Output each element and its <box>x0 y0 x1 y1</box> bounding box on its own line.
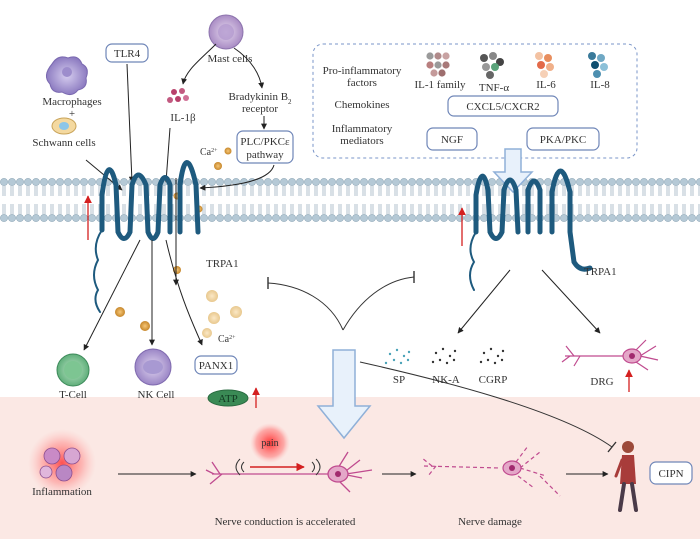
mast-cell <box>208 14 244 50</box>
mast-to-bradykinin-arrow <box>233 47 265 89</box>
signal-waves-left-icon <box>235 458 245 476</box>
damaged-neuron-body <box>502 460 522 476</box>
inflammation-cells-icon <box>39 447 81 482</box>
ngf-label: NGF <box>441 134 463 146</box>
il1-family-icon <box>426 52 450 77</box>
plc-pathway-box <box>236 130 294 164</box>
il6-label: IL-6 <box>536 79 556 91</box>
tlr4-label: TLR4 <box>114 48 141 60</box>
trpa1-left-label: TRPA1 <box>206 258 239 270</box>
macrophage-cell <box>46 56 88 96</box>
nerve-conduction-label: Nerve conduction is accelerated <box>215 516 356 528</box>
inhibit-right-line <box>342 276 415 331</box>
factors-label: factors <box>347 77 377 89</box>
nk-cell-icon <box>134 348 172 386</box>
bradykinin-label: Bradykinin B2 <box>228 91 292 106</box>
nerve-damage-label: Nerve damage <box>458 516 522 528</box>
trpa1-right-receptor <box>469 168 593 291</box>
drg-label: DRG <box>590 376 613 388</box>
panel-to-receptor-arrow <box>492 148 534 194</box>
ca-lower-text: Ca <box>218 334 230 345</box>
atp-pill <box>207 389 249 407</box>
calcium-ions-lower <box>115 266 242 338</box>
to-neuropeptides-arrow <box>457 269 511 334</box>
plus-sign: + <box>69 108 75 120</box>
il6-icon <box>535 52 554 78</box>
mast-cells-label: Mast cells <box>208 53 253 65</box>
il1b-cluster-icon <box>167 88 189 103</box>
inhibit-cipn-bar <box>607 441 617 453</box>
nk-a-label: NK-A <box>432 374 460 386</box>
accelerated-neuron-icon <box>205 451 373 493</box>
chemokines-label: Chemokines <box>335 99 390 111</box>
panx1-box <box>194 355 238 375</box>
ca-top-label: Ca2+ <box>200 147 218 158</box>
plc-to-trpa1-arrow <box>199 164 275 191</box>
to-drg-arrow <box>541 269 601 334</box>
drg-neuron-icon <box>561 339 659 371</box>
tnf-alpha-label: TNF-α <box>479 82 509 94</box>
inhibit-cipn-line <box>359 361 613 448</box>
t-cell-icon <box>56 353 90 387</box>
tlr4-to-trpa1-arrow <box>126 63 135 183</box>
to-tcell-arrow <box>83 239 141 351</box>
cgrp-dots-icon <box>479 347 505 365</box>
macrophages-label: Macrophages <box>42 96 101 108</box>
chemokine-box <box>447 95 559 117</box>
ca-top-sup: 2+ <box>211 148 218 154</box>
cgrp-label: CGRP <box>479 374 508 386</box>
pain-label: pain <box>261 438 278 449</box>
panx1-label: PANX1 <box>199 360 233 372</box>
sp-dots-icon <box>384 348 411 365</box>
inhibit-left-line <box>267 282 344 331</box>
t-cell-label: T-Cell <box>59 389 87 401</box>
tlr4-box <box>105 43 149 63</box>
inflammatory-label: Inflammatory <box>332 123 393 135</box>
trpa1-left-receptor <box>93 160 201 313</box>
il8-icon <box>588 52 608 78</box>
damaged-neuron-icon <box>421 445 561 497</box>
schwann-cell <box>51 117 77 135</box>
trpa1-right-label: TRPA1 <box>584 266 617 278</box>
il1b-to-trpa1-arrow <box>163 127 171 183</box>
pka-pkc-label: PKA/PKC <box>540 134 586 146</box>
chemokine-label: CXCL5/CXCR2 <box>466 101 539 113</box>
sp-label: SP <box>393 374 405 386</box>
nk-a-dots-icon <box>431 347 457 365</box>
cipn-box <box>649 461 693 485</box>
il1b-label: IL-1β <box>170 112 196 124</box>
tnf-alpha-icon <box>480 52 504 79</box>
plc-label: PLC/PKCε <box>240 136 290 148</box>
mediators-label: mediators <box>340 135 383 147</box>
factors-panel <box>312 43 638 159</box>
bradykinin-subscript: 2 <box>288 98 292 106</box>
ca-top-text: Ca <box>200 147 212 158</box>
atp-label: ATP <box>218 393 238 405</box>
patient-figure-icon <box>614 441 638 512</box>
pathway-label: pathway <box>246 149 284 161</box>
bradykinin-text: Bradykinin B <box>228 91 288 103</box>
cipn-label: CIPN <box>658 468 683 480</box>
central-down-arrow <box>316 349 372 440</box>
ca-lower-label: Ca2+ <box>218 334 236 345</box>
mast-to-il1b-arrow <box>181 43 217 85</box>
inflammation-glow <box>28 429 96 497</box>
to-panx1-arrow <box>165 239 203 346</box>
il1-family-label: IL-1 family <box>414 79 466 91</box>
schwann-cells-label: Schwann cells <box>32 137 95 149</box>
pka-pkc-box <box>526 127 600 151</box>
ca-lower-sup: 2+ <box>229 335 236 341</box>
pain-glow <box>250 423 290 463</box>
nk-cell-label: NK Cell <box>138 389 175 401</box>
il8-label: IL-8 <box>590 79 610 91</box>
proinflammatory-label: Pro-inflammatory <box>323 65 402 77</box>
bradykinin-receptor-label: receptor <box>242 103 278 115</box>
signal-waves-right-icon <box>311 458 321 476</box>
inflammation-label: Inflammation <box>32 486 92 498</box>
ngf-box <box>426 127 478 151</box>
